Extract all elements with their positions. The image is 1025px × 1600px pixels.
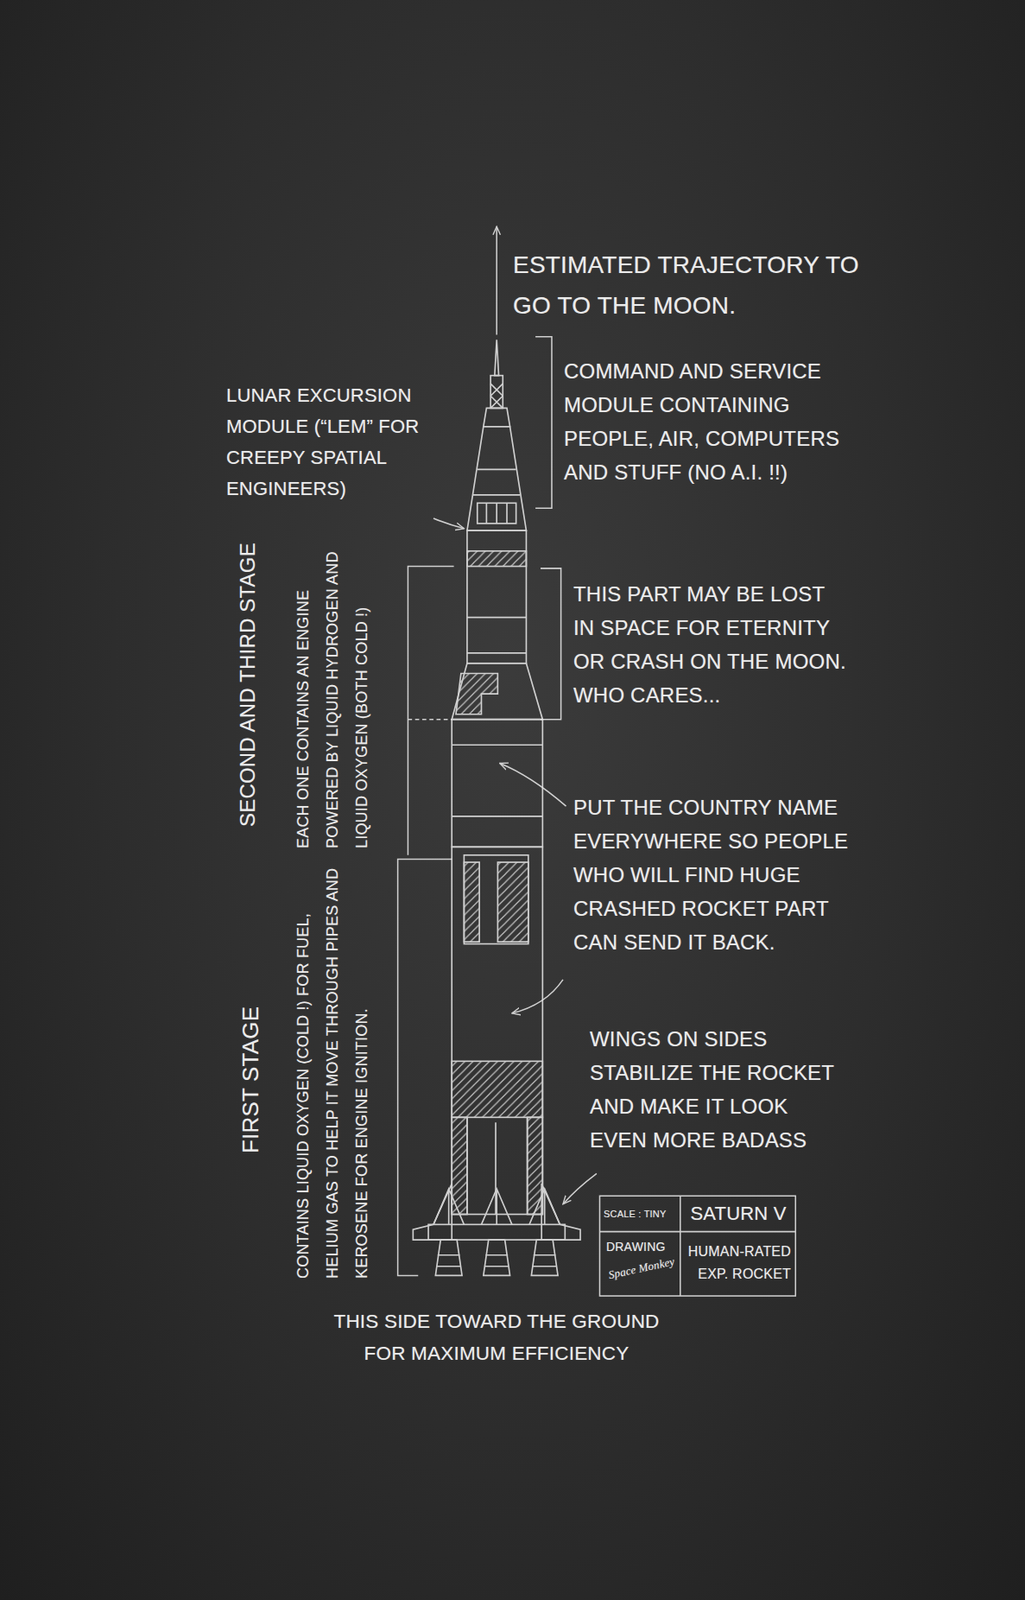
rocket-drawing	[483, 407, 511, 426]
title-block	[679, 1195, 682, 1296]
rocket-drawing	[490, 383, 503, 408]
csm-callout: COMMAND AND SERVICE MODULE CONTAINING PE…	[563, 354, 841, 489]
rocket-drawing	[490, 375, 503, 409]
bottom-note: THIS SIDE TOWARD THE GROUND FOR MAXIMUM …	[332, 1305, 661, 1369]
stage-description: EACH ONE CONTAINS AN ENGINE POWERED BY L…	[288, 528, 377, 848]
rocket-drawing	[451, 1060, 543, 1117]
rocket-drawing	[412, 1183, 452, 1240]
trajectory-note: ESTIMATED TRAJECTORY TO GO TO THE MOON.	[512, 244, 876, 326]
table-cell: DRAWING	[606, 1238, 679, 1254]
trajectory-arrow	[495, 226, 498, 335]
rocket-drawing	[473, 468, 520, 495]
bracket	[398, 859, 453, 1276]
bracket	[540, 568, 562, 720]
title-block	[599, 1195, 796, 1296]
bracket	[407, 718, 452, 721]
rocket-drawing	[529, 1188, 560, 1224]
rocket-drawing	[428, 1223, 565, 1240]
rocket-drawing	[477, 502, 517, 524]
leader-arrow	[499, 762, 567, 806]
rocket-drawing	[433, 1188, 464, 1224]
rocket-drawing	[467, 530, 527, 664]
country-name-note: PUT THE COUNTRY NAME EVERYWHERE SO PEOPL…	[573, 790, 850, 959]
table-cell: HUMAN-RATED EXP. ROCKET	[683, 1240, 791, 1285]
rocket-drawing	[467, 550, 527, 567]
rocket-drawing	[451, 663, 543, 720]
rocket-drawing	[483, 1239, 511, 1275]
leader-arrow	[563, 1172, 597, 1203]
rocket-drawing	[451, 719, 543, 848]
wings-note: WINGS ON SIDES STABILIZE THE ROCKET AND …	[589, 1021, 849, 1157]
bracket	[535, 336, 552, 508]
signature: Space Monkey	[607, 1253, 678, 1281]
table-cell: SATURN V	[682, 1201, 795, 1226]
rocket-drawing	[451, 744, 543, 817]
lem-callout: LUNAR EXCURSION MODULE (“LEM” FOR CREEPY…	[226, 379, 486, 505]
rocket-drawing	[467, 426, 527, 531]
rocket-drawing	[467, 617, 527, 653]
rocket-drawing	[463, 854, 528, 944]
leader-arrow	[433, 518, 464, 529]
rocket-drawing	[497, 861, 528, 942]
rocket-drawing	[486, 502, 507, 524]
rocket-drawing	[455, 673, 498, 715]
lost-part-note: THIS PART MAY BE LOST IN SPACE FOR ETERN…	[573, 576, 850, 712]
rocket-drawing	[494, 339, 500, 375]
rocket-drawing	[531, 1239, 558, 1275]
leader-arrow	[512, 979, 564, 1013]
rocket-drawing	[480, 1188, 512, 1224]
stage-heading: SECOND AND THIRD STAGE	[234, 506, 261, 827]
leader-lines	[398, 226, 597, 1275]
table-cell: SCALE : TINY	[603, 1207, 680, 1220]
bracket	[407, 566, 454, 855]
rocket-drawing	[463, 861, 480, 942]
rocket-drawing	[435, 1239, 462, 1275]
title-block	[599, 1195, 796, 1296]
title-block	[599, 1230, 796, 1233]
stage-heading: FIRST STAGE	[236, 945, 265, 1153]
rocket-drawing	[541, 1183, 581, 1240]
rocket-drawing	[412, 339, 581, 1275]
stage-description: CONTAINS LIQUID OXYGEN (COLD !) FOR FUEL…	[288, 854, 377, 1279]
rocket-drawing	[451, 846, 543, 1214]
